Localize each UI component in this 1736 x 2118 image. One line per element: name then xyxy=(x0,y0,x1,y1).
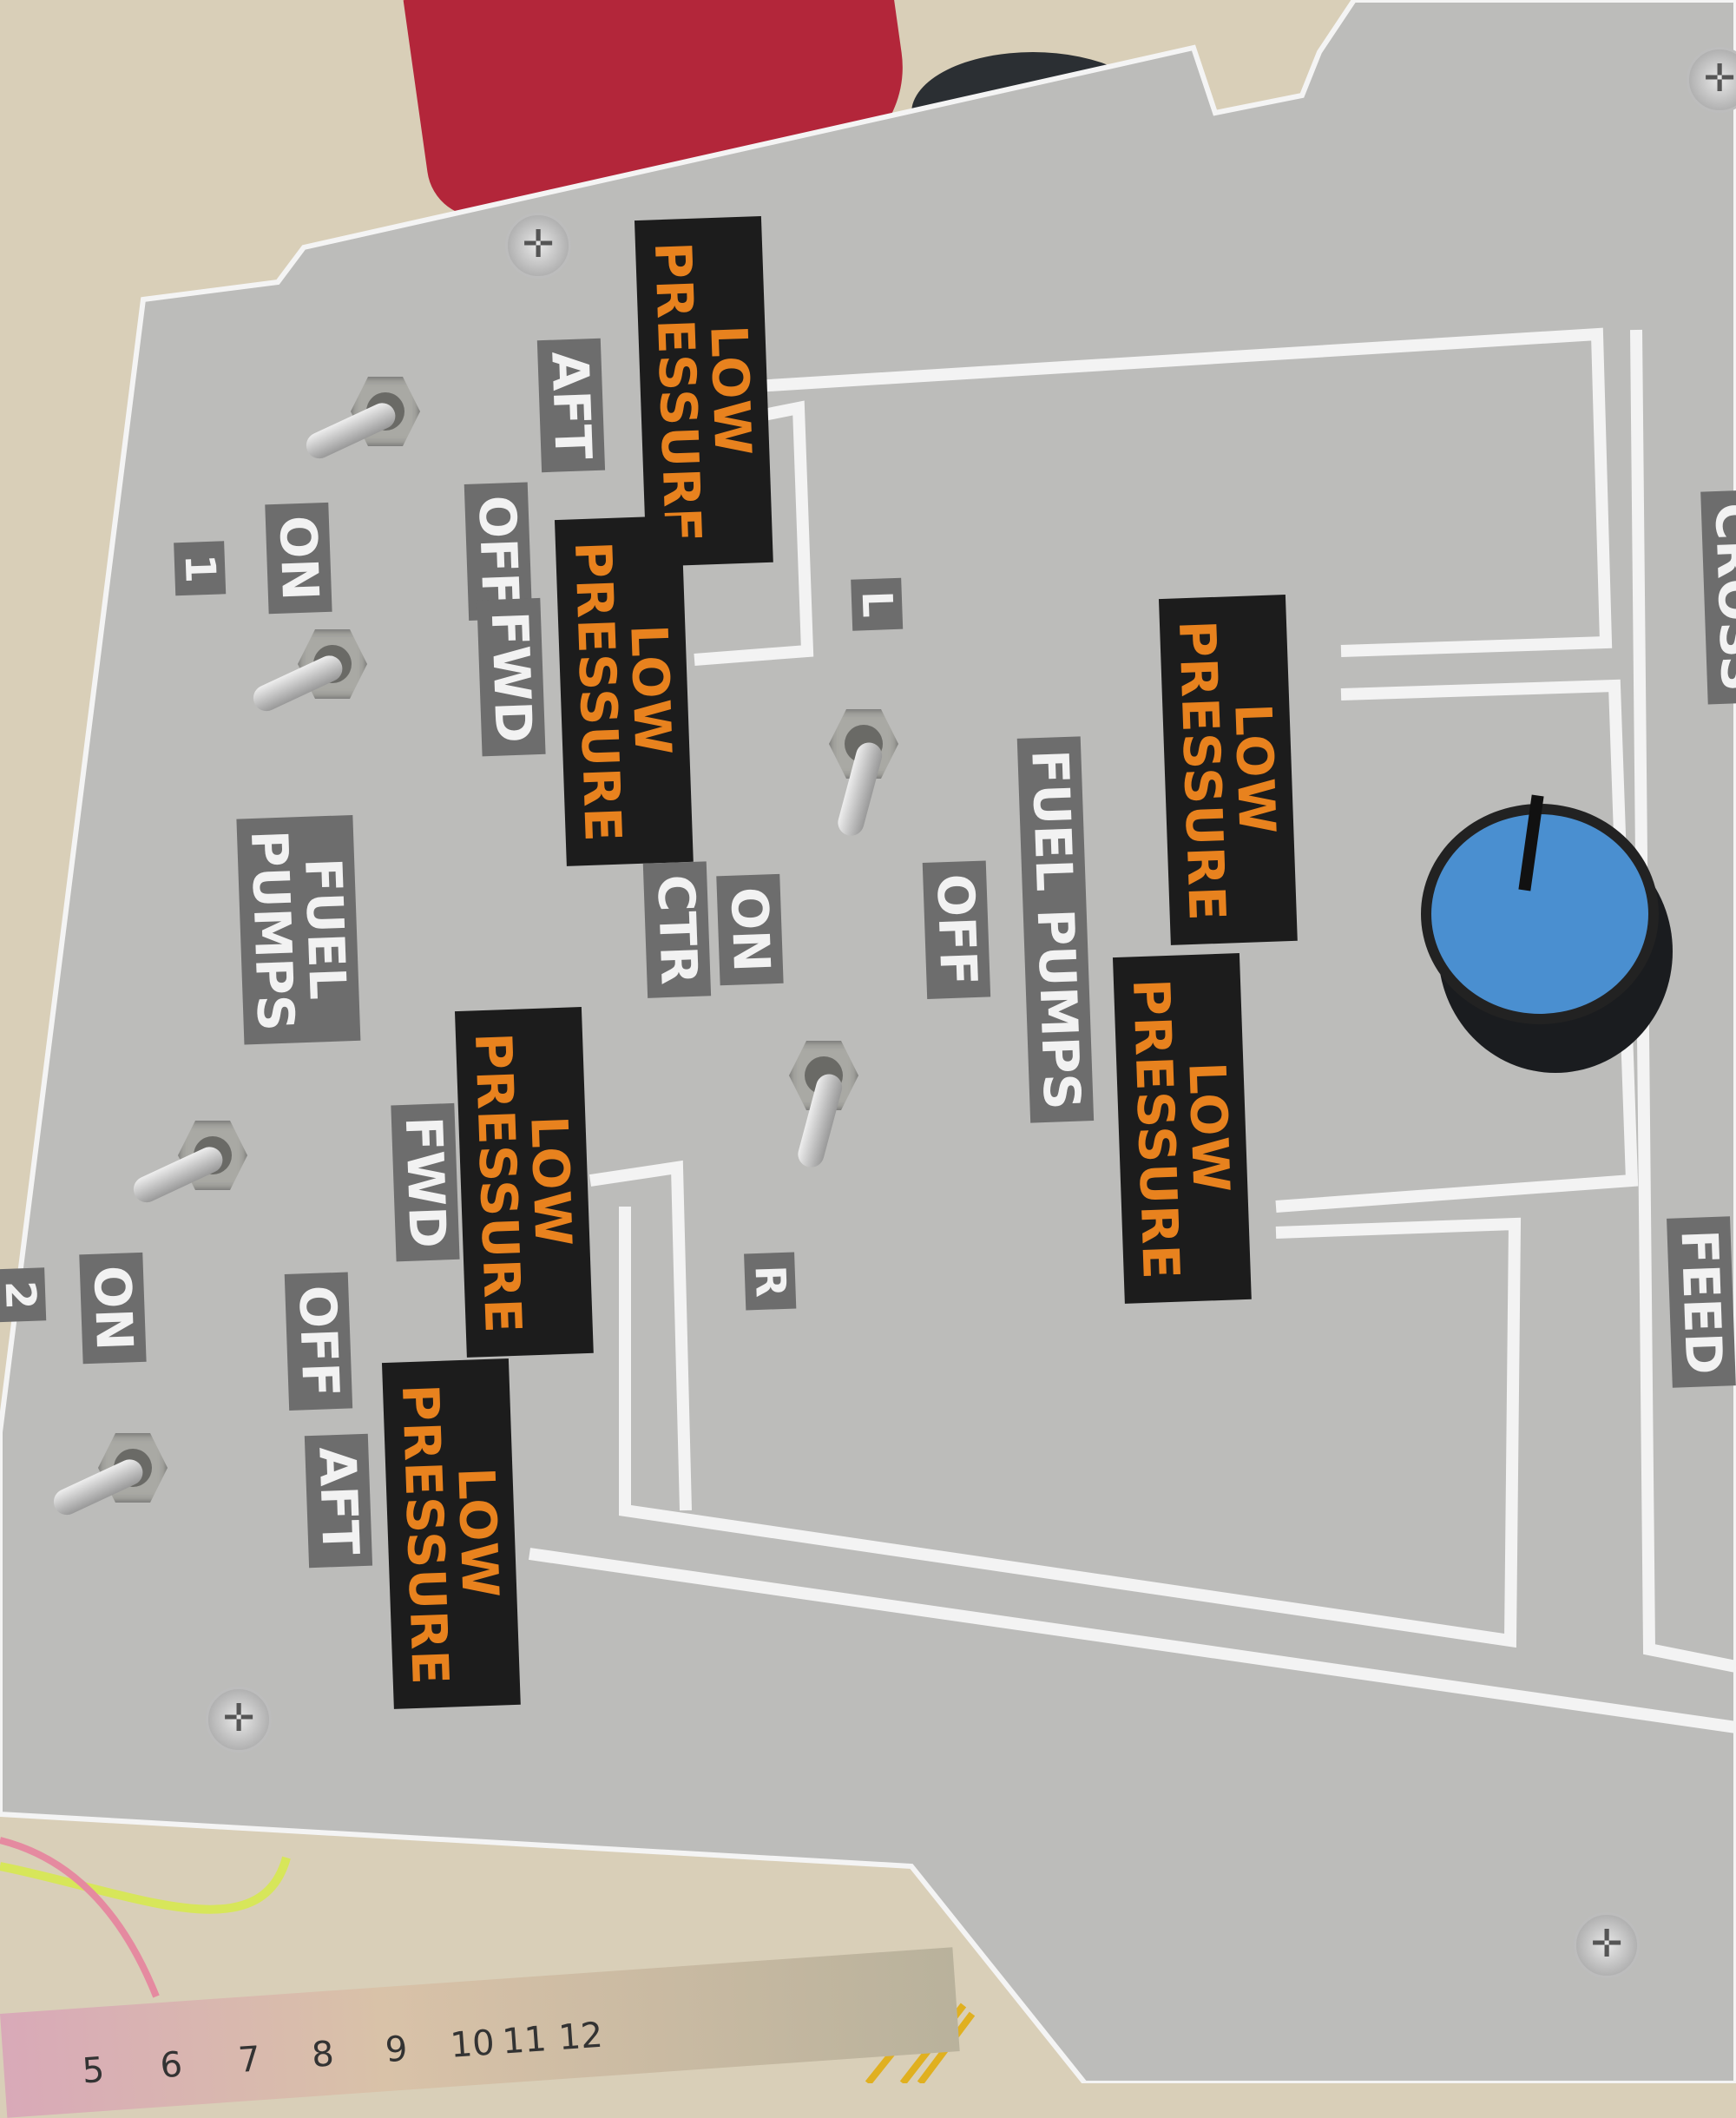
toggle-switch-ctr-l[interactable] xyxy=(812,692,916,839)
ruler-number: 12 xyxy=(556,2015,604,2059)
flow-line xyxy=(1630,329,1736,1673)
flow-line xyxy=(694,400,814,666)
toggle-switch-2-aft[interactable] xyxy=(49,1416,185,1520)
wire xyxy=(0,1837,160,1998)
toggle-switch-1-fwd[interactable] xyxy=(248,612,385,716)
ruler-number: 7 xyxy=(236,2039,262,2081)
screw-icon xyxy=(206,1687,272,1753)
ruler-number: 6 xyxy=(159,2044,184,2087)
crossfeed-rotary-knob[interactable] xyxy=(1421,794,1673,1073)
flow-line xyxy=(589,1160,692,1511)
screw-icon xyxy=(1574,1912,1640,1978)
flow-line xyxy=(529,1548,1736,1733)
ruler-number: 10 xyxy=(449,2023,496,2066)
screw-icon xyxy=(505,213,571,279)
screw-icon xyxy=(1687,47,1736,113)
ruler-number: 8 xyxy=(310,2034,336,2076)
toggle-switch-1-aft[interactable] xyxy=(301,359,437,464)
ruler-number: 9 xyxy=(384,2029,410,2071)
wire xyxy=(0,1856,291,1914)
flow-line xyxy=(754,327,1613,657)
flow-line xyxy=(619,1207,1522,1648)
toggle-switch-2-fwd[interactable] xyxy=(128,1103,265,1207)
toggle-switch-ctr-r[interactable] xyxy=(772,1023,876,1171)
ruler-number: 11 xyxy=(501,2019,549,2062)
ruler-number: 5 xyxy=(81,2049,106,2092)
